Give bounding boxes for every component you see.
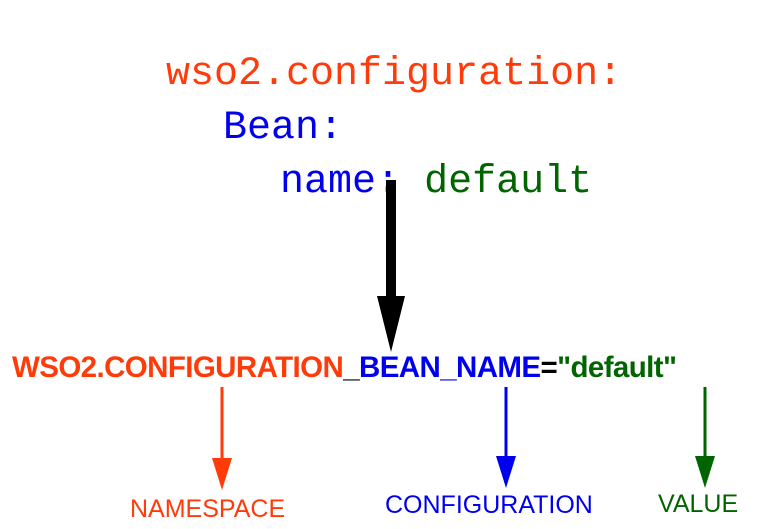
yaml-namespace-key: wso2.configuration: (166, 52, 623, 97)
env-equals: = (540, 351, 558, 384)
yaml-namespace-line: wso2.configuration: (118, 9, 622, 97)
yaml-bean-key: Bean: (223, 106, 344, 151)
namespace-arrow (212, 387, 232, 490)
env-config-part: BEAN_NAME (359, 351, 541, 384)
env-separator: _ (343, 351, 359, 384)
conversion-arrow (377, 180, 405, 352)
yaml-name-value: default (424, 160, 593, 205)
env-namespace-part: WSO2.CONFIGURATION (12, 351, 344, 384)
configuration-arrow (496, 387, 516, 488)
env-variable-line: WSO2.CONFIGURATION_BEAN_NAME="default" (12, 348, 677, 388)
value-label: VALUE (658, 490, 739, 518)
yaml-bean-line: Bean: (175, 63, 343, 151)
value-arrow (695, 387, 715, 488)
namespace-label: NAMESPACE (130, 495, 286, 523)
configuration-label: CONFIGURATION (385, 491, 593, 519)
yaml-name-line: name: default (232, 117, 592, 205)
yaml-name-key: name: (280, 160, 401, 205)
env-value-part: "default" (557, 351, 677, 384)
